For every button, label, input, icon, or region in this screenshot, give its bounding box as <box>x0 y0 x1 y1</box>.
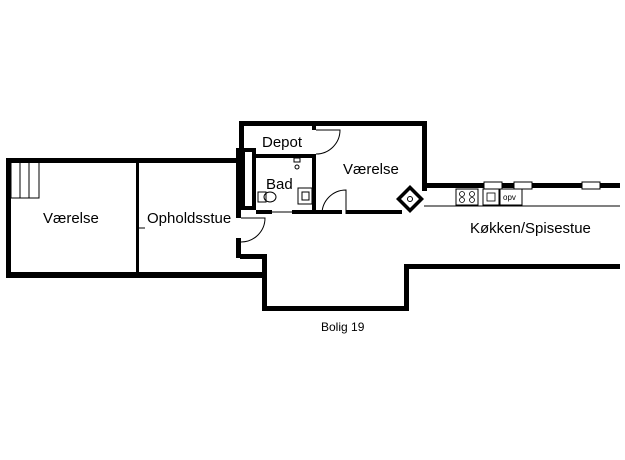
room-label-vaerelse-right: Værelse <box>343 161 399 178</box>
room-label-vaerelse-left: Værelse <box>43 210 99 227</box>
bathroom-fixtures <box>257 157 313 205</box>
room-label-opholdsstue: Opholdsstue <box>147 210 231 227</box>
middle-block-walls <box>236 121 620 311</box>
kitchen-counter <box>424 188 620 207</box>
window-left <box>10 161 40 199</box>
plan-caption: Bolig 19 <box>321 320 365 334</box>
corner-fixture <box>396 185 424 213</box>
kitchen-top-wall <box>422 181 620 190</box>
fixture-label-opv: opv <box>503 193 516 202</box>
room-label-bad: Bad <box>266 176 293 193</box>
room-label-depot: Depot <box>262 134 303 151</box>
doors <box>240 129 347 243</box>
left-block-walls <box>6 148 265 278</box>
room-label-kokken: Køkken/Spisestue <box>470 220 591 237</box>
